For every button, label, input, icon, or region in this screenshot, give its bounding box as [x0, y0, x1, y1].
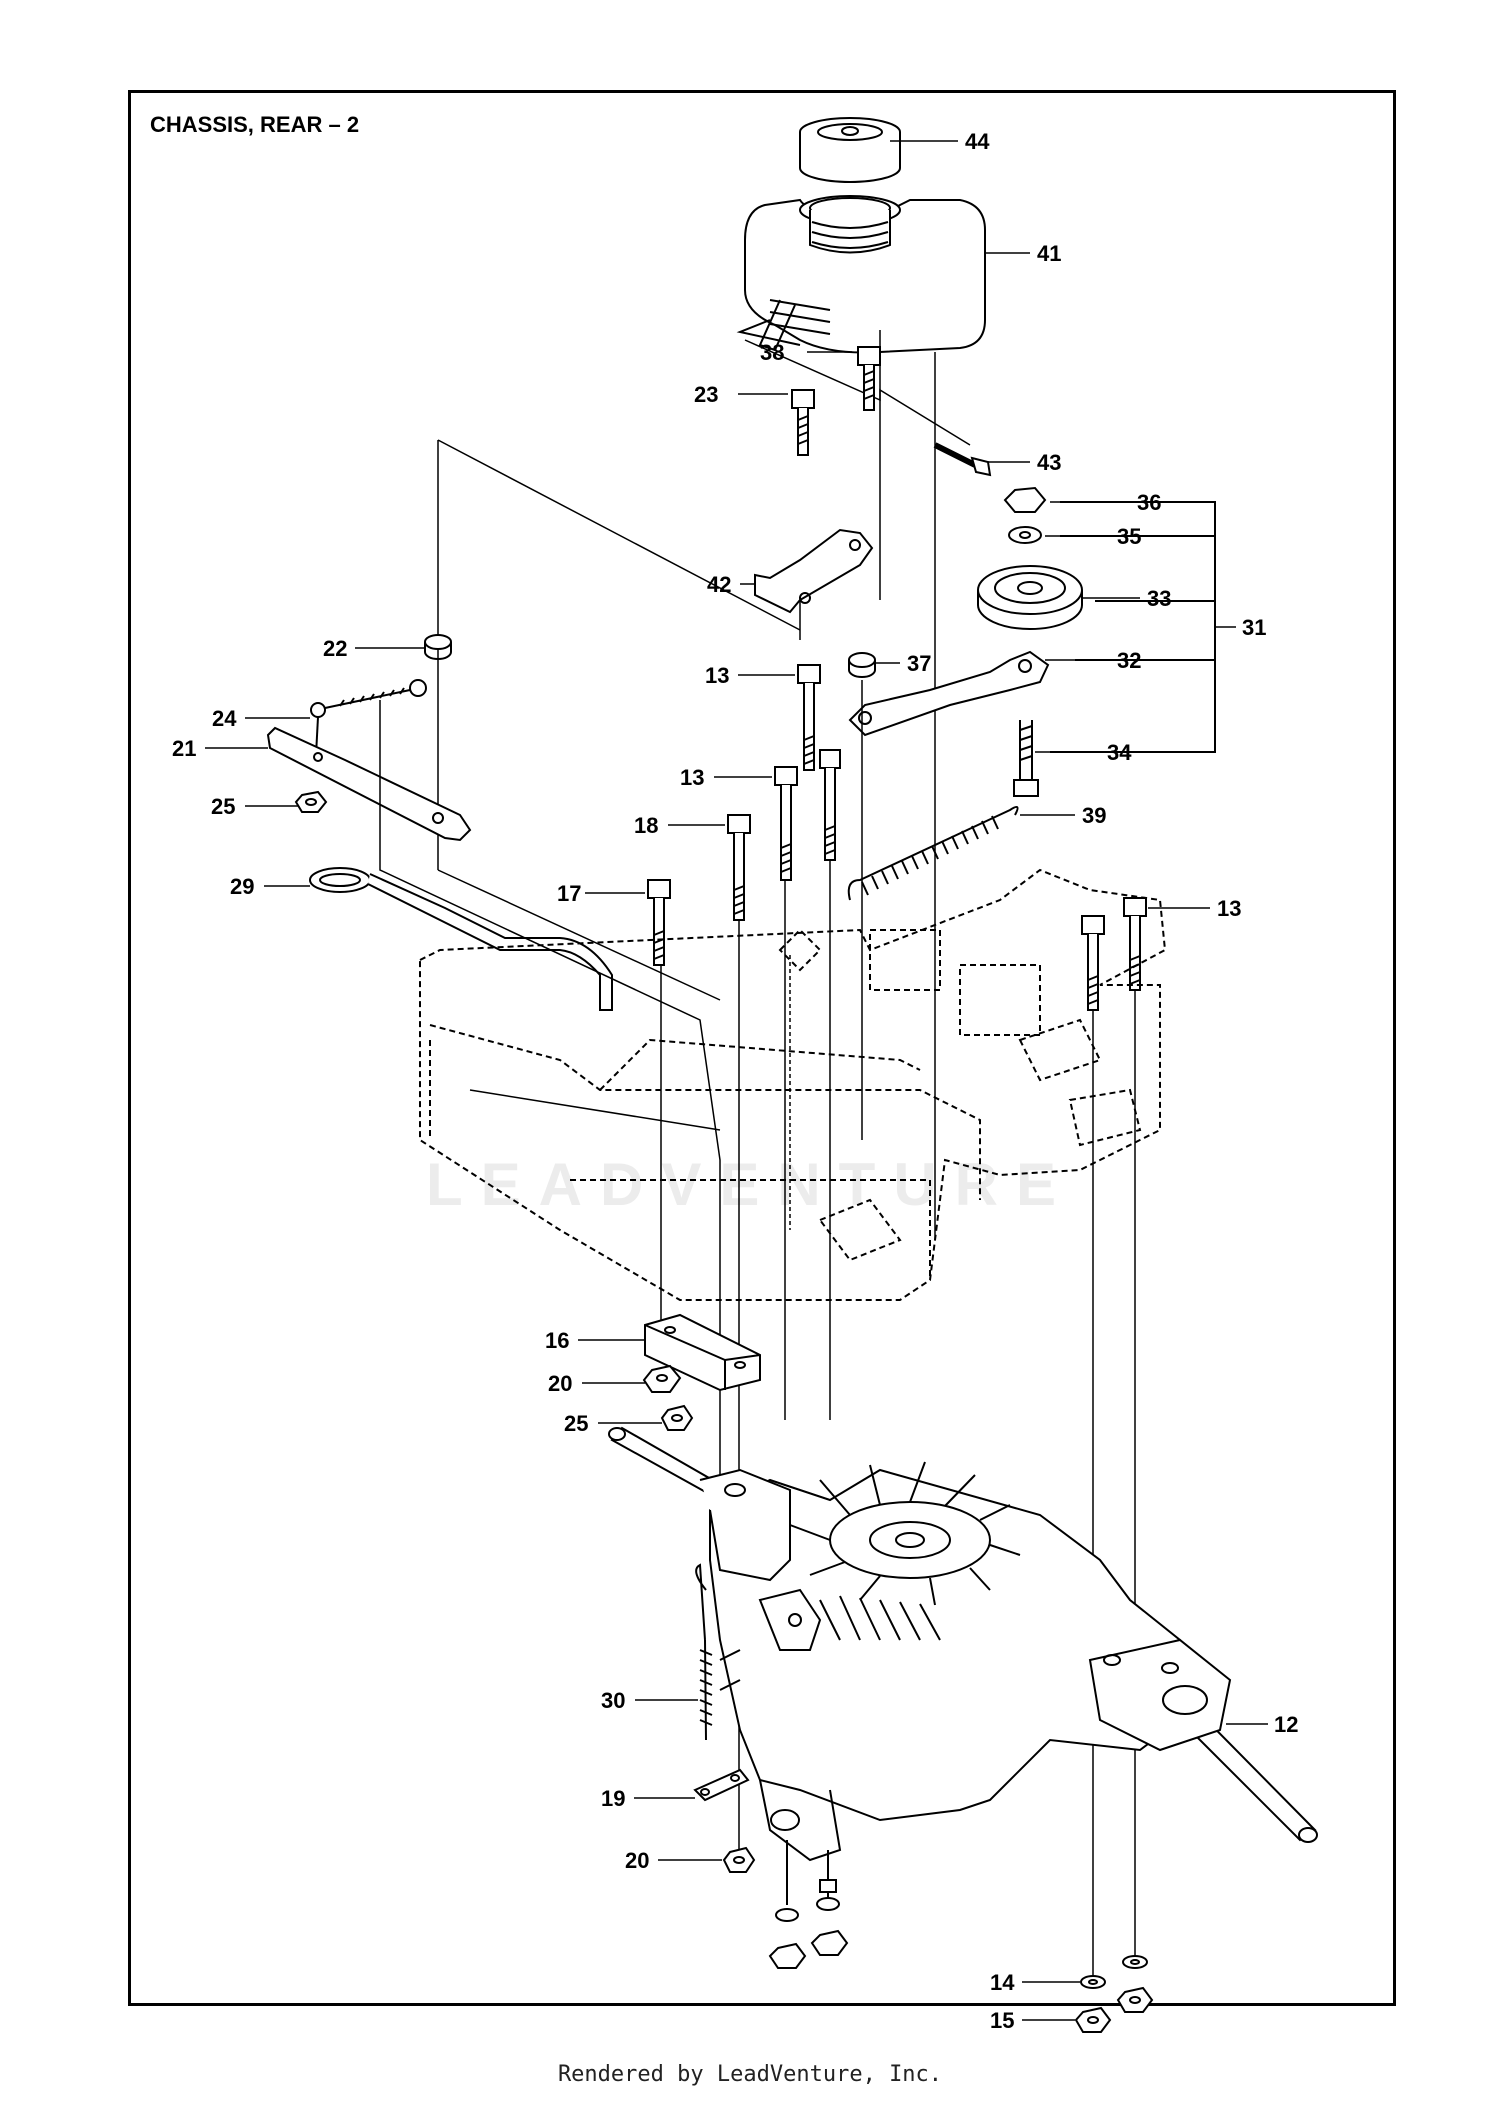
callout-31: 31	[1242, 615, 1266, 640]
bolt-23[interactable]	[791, 389, 815, 456]
callout-36: 36	[1137, 490, 1161, 515]
fuel-cap[interactable]	[799, 117, 901, 183]
nut-20-lower[interactable]	[722, 1846, 756, 1873]
bolt-18[interactable]	[727, 814, 751, 921]
callout-44: 44	[965, 129, 990, 154]
callout-32: 32	[1117, 648, 1141, 673]
bottom-fasteners[interactable]	[768, 1840, 849, 1969]
callout-22: 22	[323, 636, 347, 661]
bolt-13-right[interactable]	[1081, 897, 1147, 1011]
diagram-title: CHASSIS, REAR – 2	[150, 112, 360, 137]
callout-35: 35	[1117, 524, 1141, 549]
plate-21[interactable]	[266, 726, 472, 842]
fuel-tank[interactable]	[736, 195, 986, 354]
washer-22[interactable]	[424, 634, 452, 660]
callout-21: 21	[172, 736, 196, 761]
callout-23: 23	[694, 382, 718, 407]
spring-30[interactable]	[695, 1563, 713, 1741]
callout-24: 24	[212, 706, 237, 731]
bolt-13-middle[interactable]	[774, 749, 841, 881]
callout-37: 37	[907, 651, 931, 676]
callout-labels: 44 41 43 38 23 42 36 35 33 31 32 22 37 1…	[172, 129, 1298, 2033]
callout-14: 14	[990, 1970, 1015, 1995]
callout-29: 29	[230, 874, 254, 899]
callout-30: 30	[601, 1688, 625, 1713]
rod-24[interactable]	[310, 679, 427, 756]
callout-25-lower: 25	[564, 1411, 588, 1436]
callout-13-middle: 13	[680, 765, 704, 790]
spring-39[interactable]	[847, 805, 1019, 901]
washer-14[interactable]	[1080, 1955, 1148, 1989]
nut-20-upper[interactable]	[642, 1364, 682, 1393]
callout-41: 41	[1037, 241, 1061, 266]
plate-19[interactable]	[693, 1768, 750, 1802]
nut-36[interactable]	[1003, 486, 1047, 513]
bolt-34[interactable]	[1013, 720, 1039, 797]
footer-credit: Rendered by LeadVenture, Inc.	[557, 2062, 943, 2087]
assembly-reference-lines	[379, 680, 1136, 1980]
washer-35[interactable]	[1008, 526, 1042, 544]
callout-13-upper: 13	[705, 663, 729, 688]
callout-43: 43	[1037, 450, 1061, 475]
watermark: LEADVENTURE	[425, 1151, 1075, 1218]
bolt-17[interactable]	[647, 879, 671, 966]
callout-12: 12	[1274, 1712, 1298, 1737]
callout-19: 19	[601, 1786, 625, 1811]
bolt-13-upper[interactable]	[797, 664, 821, 771]
callout-15: 15	[990, 2008, 1014, 2033]
nut-15[interactable]	[1074, 1986, 1154, 2033]
callout-33: 33	[1147, 586, 1171, 611]
callout-17: 17	[557, 881, 581, 906]
callout-20-upper: 20	[548, 1371, 572, 1396]
diagram-frame	[128, 90, 1396, 2006]
rod-29[interactable]	[309, 867, 613, 1011]
idler-arm-32[interactable]	[848, 650, 1050, 737]
chassis-frame	[419, 868, 1167, 1301]
callout-38: 38	[760, 340, 784, 365]
callout-13-right: 13	[1217, 896, 1241, 921]
bolt-38[interactable]	[857, 346, 881, 411]
callout-18: 18	[634, 813, 658, 838]
bracket-42[interactable]	[754, 528, 874, 614]
callout-39: 39	[1082, 803, 1106, 828]
nut-25-upper[interactable]	[294, 790, 328, 813]
leader-lines	[205, 140, 1268, 2021]
callout-16: 16	[545, 1328, 569, 1353]
callout-34: 34	[1107, 740, 1132, 765]
callout-42: 42	[707, 572, 731, 597]
washer-37[interactable]	[848, 652, 876, 678]
screw-43[interactable]	[933, 442, 992, 477]
nut-25-lower[interactable]	[660, 1404, 694, 1431]
transaxle-12[interactable]	[608, 1426, 1318, 1862]
idler-pulley-33[interactable]	[977, 565, 1083, 630]
callout-20-lower: 20	[625, 1848, 649, 1873]
spacer-16[interactable]	[644, 1313, 761, 1392]
callout-25-upper: 25	[211, 794, 235, 819]
